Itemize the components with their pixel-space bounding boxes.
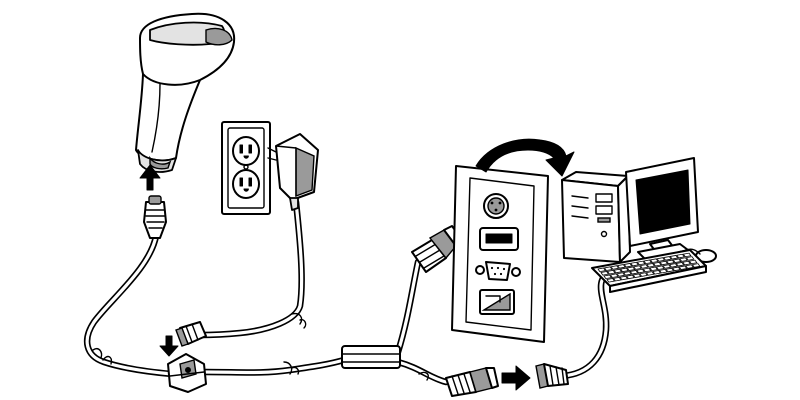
keyboard-key [629,269,639,275]
keyboard-key [623,262,633,268]
keyboard-key [636,268,645,274]
keyboard-key [649,258,659,263]
mouse-icon [685,248,717,263]
keyboard-key [609,273,619,278]
keyboard-key [639,272,648,277]
keyboard-key [656,257,666,262]
keyboard-key [642,267,652,273]
keyboard-key [652,261,662,267]
ferrite-choke [341,345,401,369]
keyboard-key [597,267,607,273]
keyboard-key [649,266,659,272]
keyboard-key [626,274,635,280]
keyboard-key [685,264,694,269]
serial-port-icon [475,261,521,281]
keyboard-key [688,259,698,265]
power-jack-arrow [159,335,179,357]
ps2-port-icon [483,193,509,219]
keyboard-key [672,258,682,263]
ps2-keyboard-socket [535,363,569,389]
ps2-pc-plug [411,225,463,273]
keyboard-key [645,271,655,276]
keyboard-key [633,265,642,270]
keyboard-icon [591,249,707,293]
keyboard-key [662,264,672,269]
keyboard-key [663,256,672,261]
outlet-icon [221,121,271,215]
keyboard-key [672,266,681,272]
io-panel-icon [451,165,549,343]
keyboard-key [666,259,675,265]
tower-icon [561,171,631,263]
scanner-cable-plug [143,195,167,239]
keyboard-key [685,256,695,261]
keyboard-key [606,269,616,275]
keyboard-key [643,259,653,265]
keyboard-connect-arrow [501,365,531,391]
keyboard-key [620,267,629,273]
keyboard-key [639,264,649,269]
keyboard-key [606,278,616,283]
keyboard-key [665,267,675,273]
usb-port-icon [479,227,519,251]
keyboard-key [678,265,688,270]
ps2-y-cable [83,198,616,386]
keyboard-key [619,275,629,281]
keyboard-key [669,254,679,260]
power-barrel-plug [175,321,207,347]
keyboard-keys [597,252,701,283]
keyboard-key [632,273,642,278]
keyboard-key [630,261,639,267]
keyboard-key [669,263,678,268]
keyboard-key [691,263,701,268]
keyboard-key [603,274,613,280]
keyboard-key [636,260,646,266]
keyboard-key [675,261,685,267]
keyboard-key [612,276,622,282]
power-jack-connector [167,353,207,393]
ethernet-port-icon [479,289,515,315]
scanner-icon [135,12,236,173]
keyboard-key [655,265,665,270]
keyboard-key [623,271,632,276]
keyboard-key [658,268,668,274]
keyboard-key [682,252,692,258]
rotate-to-back-arrow [475,138,575,177]
keyboard-key [613,268,623,274]
keyboard-key [603,266,613,271]
scanner-connect-arrow [139,164,161,191]
keyboard-key [600,271,610,276]
keyboard-key [616,272,626,277]
keyboard-key [610,265,620,270]
ps2-keyboard-plug [445,367,499,397]
keyboard-key [676,253,685,259]
computer-icon [561,157,717,263]
keyboard-key [626,266,636,271]
keyboard-key [646,263,656,268]
power-adapter-icon [267,133,319,211]
keyboard-key [679,257,688,262]
keyboard-key [617,264,626,269]
monitor-icon [625,157,699,261]
keyboard-key [659,260,669,266]
keyboard-key [682,260,691,266]
keyboard-key [652,270,662,275]
